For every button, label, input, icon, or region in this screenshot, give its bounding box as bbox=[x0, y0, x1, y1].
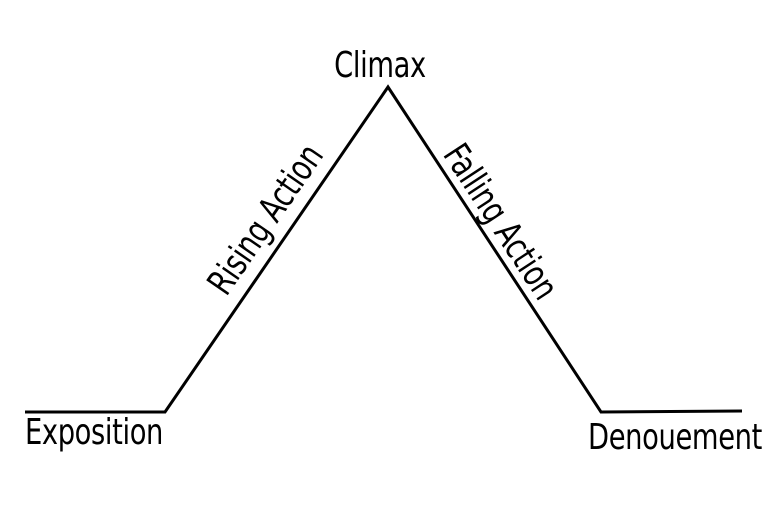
exposition-label: Exposition bbox=[24, 412, 164, 454]
denouement-label: Denouement bbox=[588, 417, 762, 459]
climax-label: Climax bbox=[334, 45, 426, 87]
plot-line bbox=[25, 84, 743, 414]
